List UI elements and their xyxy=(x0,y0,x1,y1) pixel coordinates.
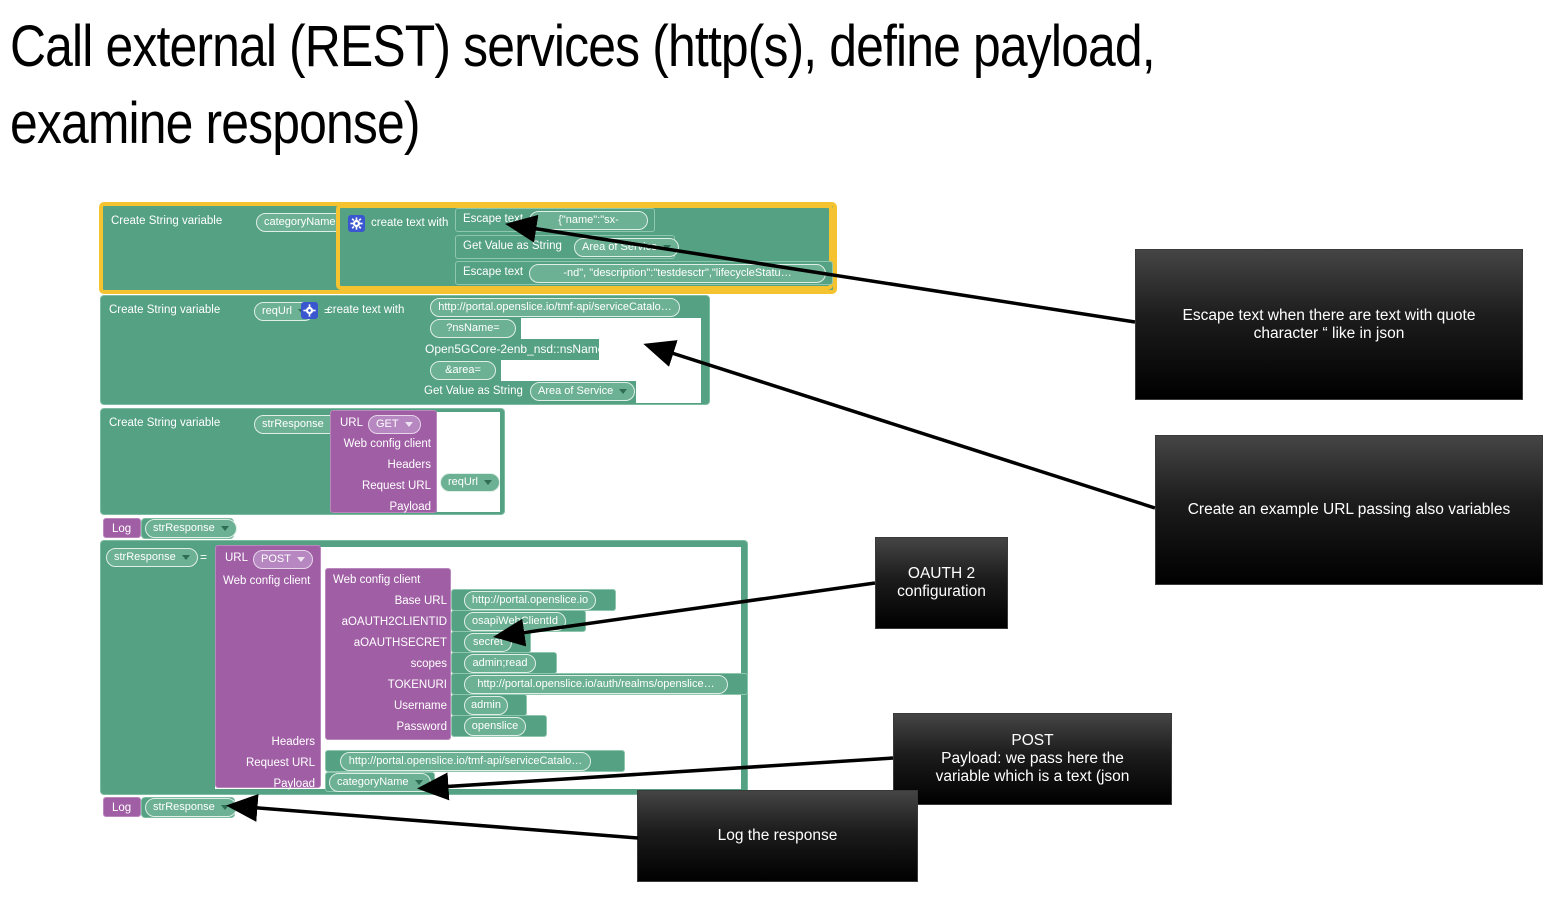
callout-escape-text: Escape text when there are text with quo… xyxy=(1135,249,1523,400)
area-of-service-dropdown[interactable]: Area of Service xyxy=(574,238,680,257)
text-value-field[interactable]: ?nsName= xyxy=(430,319,516,338)
text-value-field[interactable]: admin xyxy=(464,696,508,715)
text-value-field[interactable]: osapiWebClientId xyxy=(464,612,566,631)
log-block[interactable]: Log xyxy=(103,518,141,538)
variable-dropdown-strResponse[interactable]: strResponse xyxy=(254,415,346,434)
dropdown-caret-icon xyxy=(296,557,305,562)
arrow-log-response xyxy=(226,793,639,840)
base-url-field: Base URL xyxy=(394,595,447,607)
dropdown-caret-icon xyxy=(181,555,190,560)
canvas-gap xyxy=(437,412,500,512)
text-value-field[interactable]: openslice xyxy=(464,717,526,736)
request-url-field: Request URL xyxy=(245,757,315,769)
dropdown-caret-icon xyxy=(220,805,229,810)
web-config-client-block[interactable]: Web config client Base URL aOAUTH2CLIENT… xyxy=(325,568,451,740)
create-variable-label: Create String variable xyxy=(111,215,223,227)
create-variable-label: Create String variable xyxy=(109,304,221,316)
text-value-field[interactable]: http://portal.openslice.io xyxy=(464,591,596,610)
variable-dropdown-categoryName[interactable]: categoryName xyxy=(256,213,358,232)
web-config-client-title: Web config client xyxy=(333,574,421,586)
payload-field: Payload xyxy=(273,778,315,790)
gear-glyph xyxy=(350,217,363,230)
create-text-with-label: create text with xyxy=(371,217,449,229)
text-value-field[interactable]: secret xyxy=(464,633,512,652)
web-config-client-field: Web config client xyxy=(343,438,431,450)
gear-icon[interactable] xyxy=(301,302,318,319)
text-value-field[interactable]: &area= xyxy=(430,361,496,380)
callout-example-url: Create an example URL passing also varia… xyxy=(1155,435,1543,585)
canvas-gap xyxy=(501,360,701,381)
equals-sign: = xyxy=(200,550,208,564)
escape-text-block-1[interactable]: Escape text {"name":"sx- xyxy=(455,208,655,232)
request-url-field: Request URL xyxy=(361,480,431,492)
tokenuri-field: TOKENURI xyxy=(387,679,447,691)
text-value-field[interactable]: http://portal.openslice.io/tmf-api/servi… xyxy=(430,298,680,317)
escape-text-block-2[interactable]: Escape text -nd", "description":"testdes… xyxy=(455,261,833,285)
text-value-field[interactable]: http://portal.openslice.io/tmf-api/servi… xyxy=(340,752,591,771)
http-method-dropdown[interactable]: GET xyxy=(368,415,421,434)
callout-log-response: Log the response xyxy=(637,790,918,882)
variable-dropdown-reqUrl[interactable]: reqUrl xyxy=(440,473,500,492)
gear-icon[interactable] xyxy=(348,215,365,232)
dropdown-caret-icon xyxy=(414,780,423,785)
canvas-gap xyxy=(521,318,701,339)
dropdown-caret-icon xyxy=(220,526,229,531)
oauth-secret-field: aOAUTHSECRET xyxy=(353,637,447,649)
url-get-block[interactable]: URL GET Web config client Headers Reques… xyxy=(330,410,437,513)
headers-field: Headers xyxy=(271,736,315,748)
variable-dropdown-reqUrl[interactable]: reqUrl xyxy=(254,302,314,321)
text-value-field[interactable]: {"name":"sx- xyxy=(529,211,648,230)
variable-dropdown-strResponse[interactable]: strResponse xyxy=(106,548,198,567)
http-method-dropdown[interactable]: POST xyxy=(253,550,313,569)
canvas-gap xyxy=(599,339,701,360)
slide-title: Call external (REST) services (http(s), … xyxy=(10,14,1156,157)
username-field: Username xyxy=(393,700,447,712)
create-variable-label: Create String variable xyxy=(109,417,221,429)
variable-dropdown-strResponse[interactable]: strResponse xyxy=(145,519,237,538)
area-of-service-dropdown[interactable]: Area of Service xyxy=(530,382,636,401)
dropdown-caret-icon xyxy=(404,422,413,427)
arrow-example-url xyxy=(643,340,1156,510)
password-field: Password xyxy=(396,721,448,733)
payload-field: Payload xyxy=(389,501,431,513)
variable-dropdown-strResponse[interactable]: strResponse xyxy=(145,798,237,817)
dropdown-caret-icon xyxy=(619,389,628,394)
text-value-field[interactable]: -nd", "description":"testdesctr","lifecy… xyxy=(529,264,826,283)
block-create-strResponse-get[interactable]: Create String variable strResponse = xyxy=(100,408,505,515)
web-config-client-field: Web config client xyxy=(223,575,311,587)
create-text-with-label: create text with xyxy=(327,304,405,316)
variable-get-block[interactable]: Open5GCore-2enb_nsd::nsName xyxy=(425,342,605,356)
gear-glyph xyxy=(303,304,316,317)
dropdown-caret-icon xyxy=(663,245,672,250)
canvas-gap xyxy=(636,381,701,403)
url-label: URL xyxy=(225,552,249,564)
text-value-field[interactable]: http://portal.openslice.io/auth/realms/o… xyxy=(464,675,728,694)
dropdown-caret-icon xyxy=(483,480,492,485)
text-value-field[interactable]: admin;read xyxy=(464,654,536,673)
get-value-as-string-block-1[interactable]: Get Value as String Area of Service xyxy=(455,235,680,259)
scopes-field: scopes xyxy=(410,658,447,670)
url-label: URL xyxy=(340,417,364,429)
get-value-as-string-label: Get Value as String xyxy=(424,385,523,397)
oauth2-clientid-field: aOAUTH2CLIENTID xyxy=(341,616,447,628)
log-block[interactable]: Log xyxy=(103,797,141,817)
headers-field: Headers xyxy=(387,459,431,471)
callout-post-payload: POST Payload: we pass here the variable … xyxy=(893,713,1172,805)
equals-sign: = xyxy=(324,304,332,318)
variable-dropdown-categoryName[interactable]: categoryName xyxy=(329,773,431,792)
callout-oauth2: OAUTH 2 configuration xyxy=(875,537,1008,629)
url-post-block[interactable]: URL POST Web config client Headers Reque… xyxy=(215,545,321,790)
